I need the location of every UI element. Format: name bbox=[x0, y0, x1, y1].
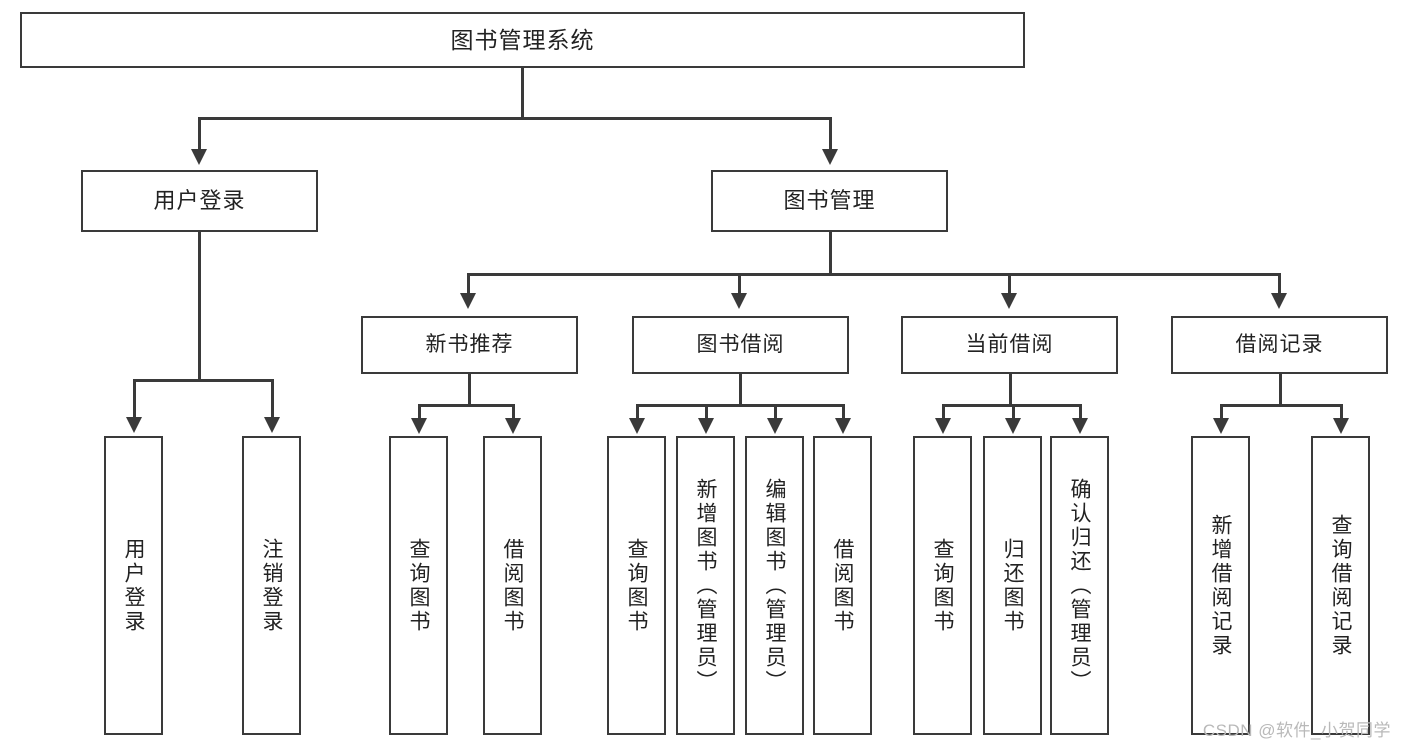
arrowhead-leaf-logout bbox=[264, 417, 280, 433]
edge-book-borrow-stem bbox=[739, 374, 742, 407]
arrowhead-leaf-add-record bbox=[1213, 418, 1229, 434]
arrowhead-leaf-query-book-3 bbox=[935, 418, 951, 434]
arrowhead-user-login bbox=[191, 149, 207, 165]
node-leaf-query-record[interactable]: 查询借阅记录 bbox=[1311, 436, 1370, 735]
node-leaf-return-book-label: 归还图书 bbox=[1001, 537, 1024, 634]
node-current-borrow[interactable]: 当前借阅 bbox=[901, 316, 1118, 374]
arrowhead-leaf-query-book-2 bbox=[629, 418, 645, 434]
node-leaf-query-book-1-label: 查询图书 bbox=[407, 537, 430, 634]
arrowhead-leaf-borrow-book-1 bbox=[505, 418, 521, 434]
arrowhead-leaf-edit-book bbox=[767, 418, 783, 434]
node-book-borrow[interactable]: 图书借阅 bbox=[632, 316, 849, 374]
edge-user-login-stem bbox=[198, 232, 201, 382]
edge-book-borrow-drop-4 bbox=[842, 404, 845, 420]
node-root-label: 图书管理系统 bbox=[450, 26, 595, 53]
node-leaf-borrow-book-1[interactable]: 借阅图书 bbox=[483, 436, 542, 735]
edge-book-borrow-drop-3 bbox=[774, 404, 777, 420]
node-leaf-query-book-3[interactable]: 查询图书 bbox=[913, 436, 972, 735]
node-book-borrow-label: 图书借阅 bbox=[696, 332, 785, 356]
edge-book-borrow-drop-1 bbox=[636, 404, 639, 420]
edge-root-drop-book-manage bbox=[829, 117, 832, 151]
arrowhead-book-manage bbox=[822, 149, 838, 165]
node-borrow-record[interactable]: 借阅记录 bbox=[1171, 316, 1388, 374]
node-leaf-logout[interactable]: 注销登录 bbox=[242, 436, 301, 735]
edge-book-borrow-bus bbox=[636, 404, 844, 407]
node-leaf-logout-label: 注销登录 bbox=[260, 537, 283, 634]
node-leaf-add-book-label: 新增图书（管理员） bbox=[694, 477, 717, 694]
arrowhead-book-borrow bbox=[731, 293, 747, 309]
edge-root-drop-user-login bbox=[198, 117, 201, 151]
edge-new-book-rec-stem bbox=[468, 374, 471, 407]
edge-borrow-record-drop-1 bbox=[1220, 404, 1223, 420]
edge-user-login-bus bbox=[133, 379, 273, 382]
watermark-text: CSDN @软件_小贺同学 bbox=[1202, 721, 1391, 740]
node-leaf-confirm-return[interactable]: 确认归还（管理员） bbox=[1050, 436, 1109, 735]
edge-book-manage-drop-2 bbox=[738, 273, 741, 295]
edge-new-book-rec-bus bbox=[418, 404, 515, 407]
edge-current-borrow-drop-1 bbox=[942, 404, 945, 420]
node-leaf-add-book[interactable]: 新增图书（管理员） bbox=[676, 436, 735, 735]
node-leaf-query-record-label: 查询借阅记录 bbox=[1329, 513, 1352, 658]
node-new-book-rec-label: 新书推荐 bbox=[425, 332, 514, 356]
node-leaf-borrow-book-2[interactable]: 借阅图书 bbox=[813, 436, 872, 735]
node-current-borrow-label: 当前借阅 bbox=[965, 332, 1054, 356]
edge-book-borrow-drop-2 bbox=[705, 404, 708, 420]
edge-book-manage-drop-3 bbox=[1008, 273, 1011, 295]
node-leaf-user-login[interactable]: 用户登录 bbox=[104, 436, 163, 735]
edge-book-manage-drop-4 bbox=[1278, 273, 1281, 295]
arrowhead-leaf-query-record bbox=[1333, 418, 1349, 434]
node-user-login[interactable]: 用户登录 bbox=[81, 170, 318, 232]
node-new-book-rec[interactable]: 新书推荐 bbox=[361, 316, 578, 374]
edge-new-book-rec-drop-1 bbox=[418, 404, 421, 420]
edge-root-stem bbox=[521, 68, 524, 118]
edge-book-manage-bus bbox=[467, 273, 1281, 276]
arrowhead-leaf-confirm-return bbox=[1072, 418, 1088, 434]
node-root[interactable]: 图书管理系统 bbox=[20, 12, 1025, 68]
node-leaf-borrow-book-2-label: 借阅图书 bbox=[831, 537, 854, 634]
node-user-login-label: 用户登录 bbox=[153, 188, 246, 214]
node-book-manage-label: 图书管理 bbox=[783, 188, 876, 214]
node-leaf-query-book-2-label: 查询图书 bbox=[625, 537, 648, 634]
node-leaf-borrow-book-1-label: 借阅图书 bbox=[501, 537, 524, 634]
node-leaf-return-book[interactable]: 归还图书 bbox=[983, 436, 1042, 735]
edge-book-manage-drop-1 bbox=[467, 273, 470, 295]
edge-new-book-rec-drop-2 bbox=[512, 404, 515, 420]
arrowhead-borrow-record bbox=[1271, 293, 1287, 309]
edge-borrow-record-bus bbox=[1220, 404, 1343, 407]
arrowhead-current-borrow bbox=[1001, 293, 1017, 309]
edge-root-bus bbox=[198, 117, 832, 120]
node-leaf-confirm-return-label: 确认归还（管理员） bbox=[1068, 477, 1091, 694]
node-leaf-query-book-2[interactable]: 查询图书 bbox=[607, 436, 666, 735]
node-leaf-user-login-label: 用户登录 bbox=[122, 537, 145, 634]
node-book-manage[interactable]: 图书管理 bbox=[711, 170, 948, 232]
node-leaf-edit-book[interactable]: 编辑图书（管理员） bbox=[745, 436, 804, 735]
node-leaf-edit-book-label: 编辑图书（管理员） bbox=[763, 477, 786, 694]
edge-book-manage-stem bbox=[829, 232, 832, 276]
edge-user-login-drop-2 bbox=[271, 379, 274, 419]
arrowhead-leaf-user-login bbox=[126, 417, 142, 433]
edge-user-login-drop-1 bbox=[133, 379, 136, 419]
arrowhead-leaf-borrow-book-2 bbox=[835, 418, 851, 434]
edge-current-borrow-stem bbox=[1009, 374, 1012, 407]
node-leaf-add-record[interactable]: 新增借阅记录 bbox=[1191, 436, 1250, 735]
edge-current-borrow-drop-3 bbox=[1079, 404, 1082, 420]
arrowhead-leaf-query-book-1 bbox=[411, 418, 427, 434]
node-borrow-record-label: 借阅记录 bbox=[1235, 332, 1324, 356]
edge-current-borrow-drop-2 bbox=[1012, 404, 1015, 420]
node-leaf-query-book-1[interactable]: 查询图书 bbox=[389, 436, 448, 735]
node-leaf-add-record-label: 新增借阅记录 bbox=[1209, 513, 1232, 658]
arrowhead-leaf-return-book bbox=[1005, 418, 1021, 434]
arrowhead-leaf-add-book bbox=[698, 418, 714, 434]
edge-borrow-record-drop-2 bbox=[1340, 404, 1343, 420]
arrowhead-new-book-rec bbox=[460, 293, 476, 309]
edge-borrow-record-stem bbox=[1279, 374, 1282, 407]
node-leaf-query-book-3-label: 查询图书 bbox=[931, 537, 954, 634]
